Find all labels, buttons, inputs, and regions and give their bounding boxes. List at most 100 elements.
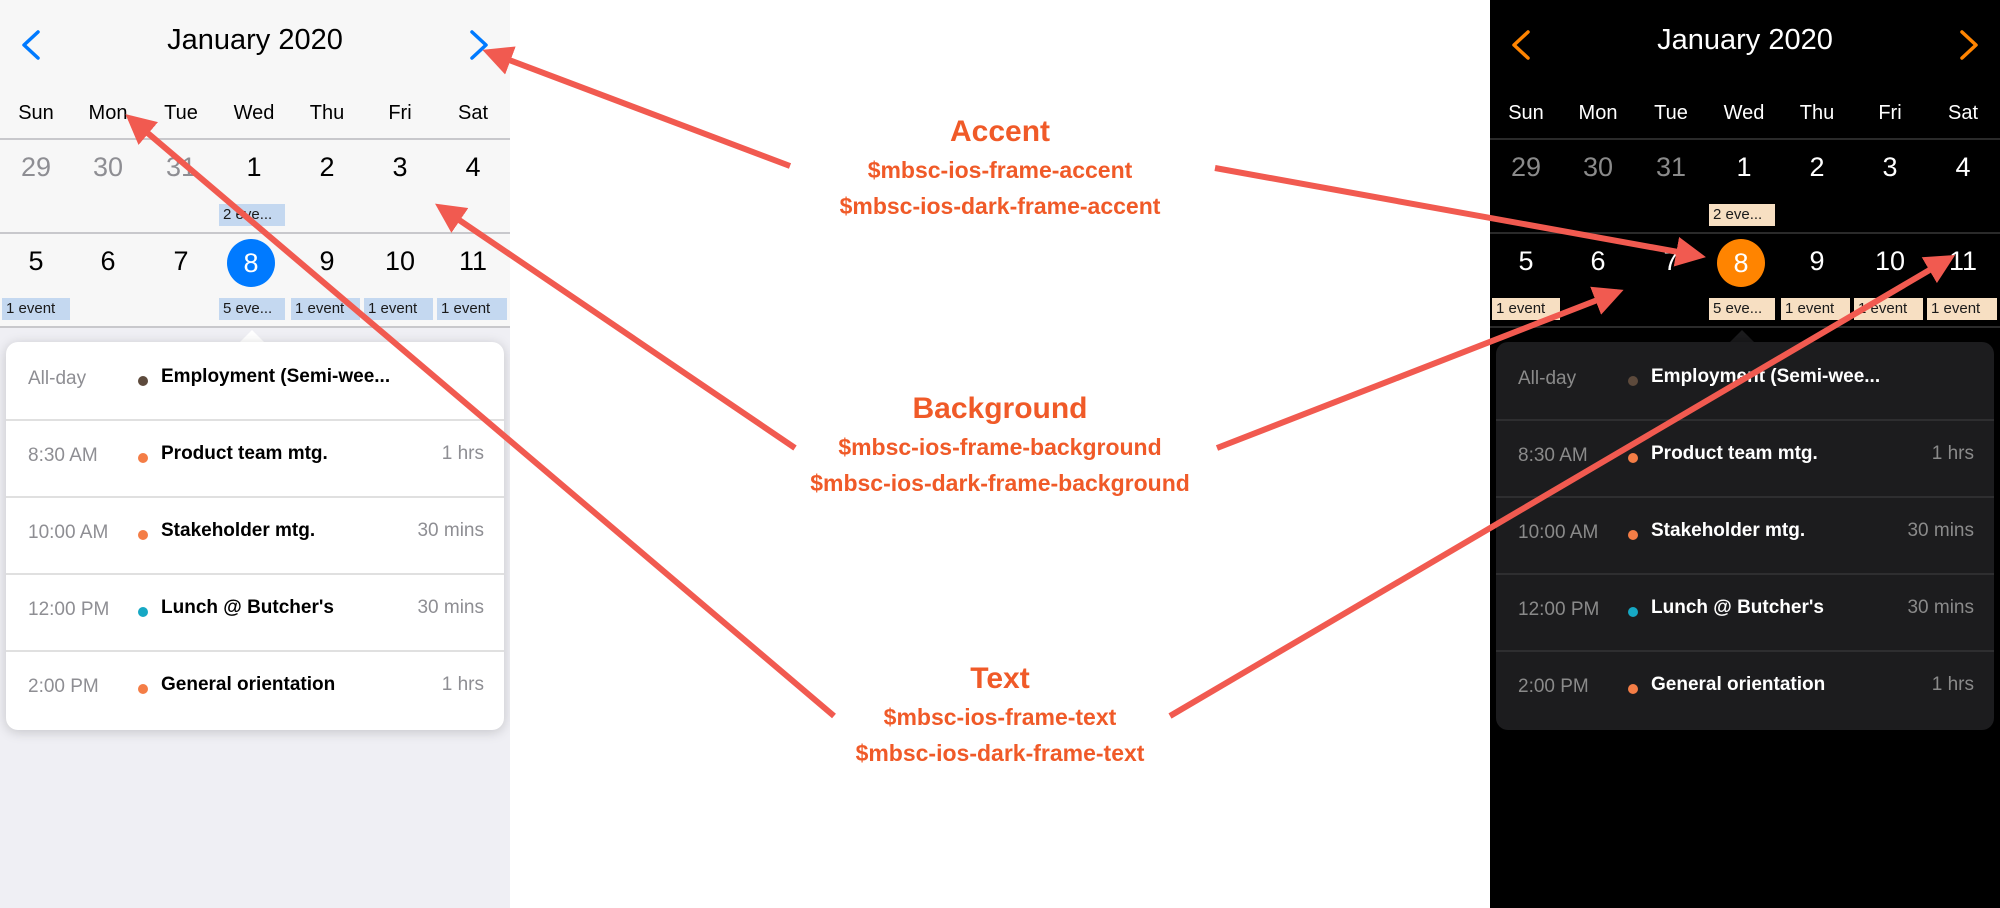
- selected-day[interactable]: 8: [1717, 239, 1765, 287]
- event-color-dot: [138, 607, 148, 617]
- annotation-background: Background $mbsc-ios-frame-background $m…: [720, 389, 1280, 501]
- day-cell[interactable]: 10: [384, 246, 416, 276]
- annotation-variable: $mbsc-ios-dark-frame-background: [810, 470, 1190, 496]
- event-title: Lunch @ Butcher's: [1651, 597, 1824, 618]
- day-cell[interactable]: 29: [1510, 152, 1542, 182]
- event-title: Employment (Semi-wee...: [161, 366, 391, 387]
- weekday-label: Mon: [1578, 102, 1618, 124]
- event-time: 2:00 PM: [28, 676, 99, 697]
- weekday-label: Wed: [1723, 102, 1765, 124]
- event-title: General orientation: [161, 674, 336, 695]
- day-cell[interactable]: 29: [20, 152, 52, 182]
- calendar-header: January 2020: [0, 0, 510, 90]
- event-row[interactable]: 10:00 AM Stakeholder mtg. 30 mins: [1496, 496, 1994, 575]
- event-duration: 30 mins: [417, 520, 484, 541]
- day-cell[interactable]: 30: [1582, 152, 1614, 182]
- event-label[interactable]: 5 eve...: [219, 298, 285, 320]
- arrow-text-to-dark-11: [1168, 254, 1956, 719]
- day-cell[interactable]: 31: [1655, 152, 1687, 182]
- event-label[interactable]: 2 eve...: [1709, 204, 1775, 226]
- selected-day-number: 8: [243, 248, 259, 278]
- event-label[interactable]: 1 event: [1492, 298, 1560, 320]
- event-label[interactable]: 1 event: [364, 298, 433, 320]
- chevron-right-icon[interactable]: [1948, 22, 1988, 68]
- day-cell[interactable]: 5: [1518, 246, 1534, 276]
- event-row[interactable]: 2:00 PM General orientation 1 hrs: [1496, 650, 1994, 727]
- day-cell[interactable]: 4: [1955, 152, 1971, 182]
- event-title: Employment (Semi-wee...: [1651, 366, 1881, 387]
- selected-day[interactable]: 8: [227, 239, 275, 287]
- selected-day-number: 8: [1733, 248, 1749, 278]
- annotation-title: Text: [970, 662, 1030, 695]
- day-cell[interactable]: 6: [1590, 246, 1606, 276]
- day-cell[interactable]: 1: [246, 152, 262, 182]
- event-row[interactable]: 10:00 AM Stakeholder mtg. 30 mins: [6, 496, 504, 575]
- event-color-dot: [1628, 376, 1638, 386]
- event-row[interactable]: 2:00 PM General orientation 1 hrs: [6, 650, 504, 727]
- day-cell[interactable]: 7: [173, 246, 189, 276]
- weekday-label: Fri: [1878, 102, 1902, 124]
- day-cell[interactable]: 3: [1882, 152, 1898, 182]
- event-time: 2:00 PM: [1518, 676, 1589, 697]
- event-time: All-day: [1518, 368, 1577, 389]
- event-time: 10:00 AM: [28, 522, 109, 543]
- day-cell[interactable]: 11: [458, 246, 488, 276]
- calendar-week-2: 5 6 7 8 9 10 11 1 event 5 eve... 1 event…: [0, 234, 510, 328]
- event-label[interactable]: 1 event: [1927, 298, 1997, 320]
- weekday-header: Sun Mon Tue Wed Thu Fri Sat: [0, 90, 510, 140]
- annotation-variable: $mbsc-ios-dark-frame-accent: [839, 193, 1161, 219]
- event-time: 8:30 AM: [28, 445, 98, 466]
- event-row[interactable]: 8:30 AM Product team mtg. 1 hrs: [6, 419, 504, 498]
- day-cell[interactable]: 30: [92, 152, 124, 182]
- event-color-dot: [1628, 684, 1638, 694]
- light-theme-calendar: January 2020 Sun Mon Tue Wed Thu Fri Sat…: [0, 0, 510, 908]
- event-row[interactable]: All-day Employment (Semi-wee...: [1496, 342, 1994, 421]
- day-cell[interactable]: 9: [1809, 246, 1825, 276]
- weekday-label: Thu: [309, 102, 345, 124]
- event-title: Product team mtg.: [161, 443, 328, 464]
- day-cell[interactable]: 4: [465, 152, 481, 182]
- weekday-label: Wed: [233, 102, 275, 124]
- event-label[interactable]: 1 event: [437, 298, 507, 320]
- day-cell[interactable]: 9: [319, 246, 335, 276]
- event-title: Lunch @ Butcher's: [161, 597, 334, 618]
- event-label[interactable]: 1 event: [1781, 298, 1850, 320]
- event-row[interactable]: 12:00 PM Lunch @ Butcher's 30 mins: [1496, 573, 1994, 652]
- weekday-label: Sun: [18, 102, 54, 124]
- event-row[interactable]: All-day Employment (Semi-wee...: [6, 342, 504, 421]
- chevron-left-icon[interactable]: [12, 22, 52, 68]
- event-row[interactable]: 12:00 PM Lunch @ Butcher's 30 mins: [6, 573, 504, 652]
- day-cell[interactable]: 6: [100, 246, 116, 276]
- annotation-variable: $mbsc-ios-frame-text: [883, 704, 1117, 730]
- weekday-label: Sun: [1508, 102, 1544, 124]
- event-color-dot: [1628, 607, 1638, 617]
- event-label[interactable]: 1 event: [291, 298, 360, 320]
- day-cell[interactable]: 2: [319, 152, 335, 182]
- event-label[interactable]: 5 eve...: [1709, 298, 1775, 320]
- event-label[interactable]: 1 event: [2, 298, 70, 320]
- event-duration: 30 mins: [1907, 520, 1974, 541]
- annotation-variable: $mbsc-ios-frame-background: [838, 434, 1162, 460]
- day-cell[interactable]: 5: [28, 246, 44, 276]
- calendar-header: January 2020: [1490, 0, 2000, 90]
- annotation-variable: $mbsc-ios-frame-accent: [867, 157, 1133, 183]
- month-title: January 2020: [1657, 24, 1833, 56]
- chevron-left-icon[interactable]: [1502, 22, 1542, 68]
- day-cell[interactable]: 1: [1736, 152, 1752, 182]
- weekday-label: Sat: [1947, 102, 1979, 124]
- dark-theme-calendar: January 2020 Sun Mon Tue Wed Thu Fri Sat…: [1490, 0, 2000, 908]
- day-cell[interactable]: 3: [392, 152, 408, 182]
- event-row[interactable]: 8:30 AM Product team mtg. 1 hrs: [1496, 419, 1994, 498]
- annotation-variable: $mbsc-ios-dark-frame-text: [855, 740, 1145, 766]
- arrow-accent-to-light-next: [482, 46, 792, 169]
- day-cell[interactable]: 10: [1874, 246, 1906, 276]
- chevron-right-icon[interactable]: [458, 22, 498, 68]
- event-duration: 1 hrs: [1931, 443, 1974, 464]
- event-time: All-day: [28, 368, 87, 389]
- day-cell[interactable]: 2: [1809, 152, 1825, 182]
- weekday-label: Tue: [1654, 102, 1688, 124]
- event-title: Stakeholder mtg.: [161, 520, 316, 541]
- event-popup: All-day Employment (Semi-wee... 8:30 AM …: [1496, 342, 1994, 730]
- arrow-background-to-dark-week: [1215, 286, 1624, 451]
- weekday-label: Fri: [388, 102, 412, 124]
